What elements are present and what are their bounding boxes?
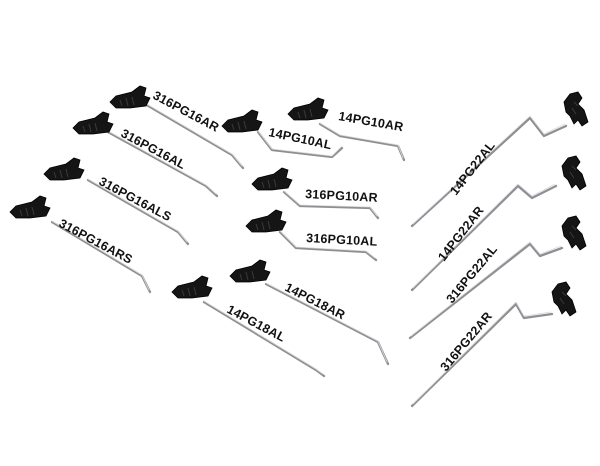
tool-label: 316PG10AR xyxy=(305,187,378,205)
tool-316PG10AR: 316PG10AR xyxy=(251,167,380,220)
tool-label: 14PG22AL xyxy=(447,139,498,198)
tool-handle-icon xyxy=(229,259,271,283)
tool-label: 14PG10AR xyxy=(337,109,404,134)
tool-14PG18AR: 14PG18AR xyxy=(229,259,390,366)
tool-14PG22AL: 14PG22AL xyxy=(410,91,589,228)
tool-label: 14PG18AR xyxy=(283,280,348,322)
tool-handle-icon xyxy=(43,157,85,181)
tool-handle-icon xyxy=(221,109,263,133)
tool-handle-icon xyxy=(72,111,114,135)
tool-handle-icon xyxy=(563,91,589,127)
tool-14PG22AR: 14PG22AR xyxy=(410,155,587,292)
tool-label: 316PG22AR xyxy=(438,309,495,374)
tool-label: 316PG16AL xyxy=(119,126,189,172)
tool-handle-icon xyxy=(561,155,587,191)
tool-handle-icon xyxy=(561,215,587,251)
tool-handle-icon xyxy=(109,85,151,109)
tool-handle-icon xyxy=(245,209,287,233)
tool-label: 14PG18AL xyxy=(225,302,288,345)
tool-handle-icon xyxy=(551,281,577,317)
tool-316PG22AR: 316PG22AR xyxy=(410,281,577,408)
tool-handle-icon xyxy=(251,167,293,191)
tool-316PG16ARS: 316PG16ARS xyxy=(9,195,152,294)
tool-label: 316PG16ARS xyxy=(57,216,135,266)
tool-handle-icon xyxy=(9,195,51,219)
tool-14PG10AR: 14PG10AR xyxy=(287,97,406,162)
tool-label: 14PG10AL xyxy=(267,125,333,152)
tool-handle-icon xyxy=(287,97,329,121)
tool-label: 316PG16ALS xyxy=(97,174,174,224)
tool-handle-icon xyxy=(171,275,213,299)
tool-label: 316PG10AL xyxy=(306,231,378,249)
tool-316PG10AL: 316PG10AL xyxy=(245,209,378,262)
